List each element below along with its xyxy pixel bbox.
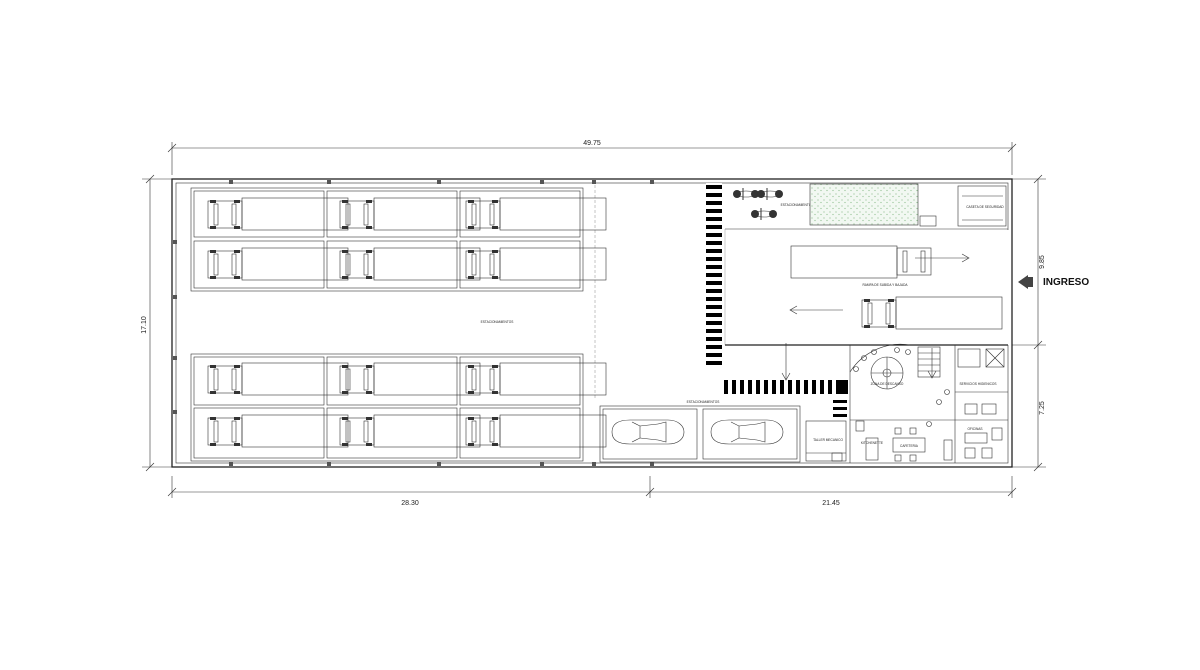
truck-icon	[465, 197, 607, 231]
truck-icon	[465, 247, 607, 281]
motorcycle-icon	[750, 207, 778, 221]
truck-icon	[339, 247, 481, 281]
dimension-bottom: 28.30 21.45	[167, 476, 1017, 507]
arrow-right-icon	[915, 253, 970, 263]
dim-right-top: 9.85	[1039, 255, 1046, 269]
maneuver-label: RAMPA DE SUBIDA Y BAJADA	[863, 283, 909, 287]
security-label: CASETA DE SEGURIDAD	[966, 205, 1004, 209]
entrance-label: INGRESO	[1043, 277, 1089, 288]
dim-total-width: 49.75	[583, 140, 601, 147]
dim-left-width: 28.30	[401, 500, 419, 507]
arrow-left-icon	[789, 305, 843, 315]
security-booth: CASETA DE SEGURIDAD	[957, 185, 1007, 227]
arrow-down-icon	[927, 348, 937, 379]
structural-columns	[173, 180, 654, 466]
truck-icon	[465, 414, 607, 448]
parking-small-label: ESTACIONAMIENTOS	[687, 400, 720, 404]
truck-parking-top	[190, 187, 607, 292]
dim-total-height: 17.10	[141, 316, 148, 334]
moto-parking-label: ESTACIONAMIENTOS	[781, 203, 814, 207]
truck-icon	[465, 362, 607, 396]
truck-icon	[339, 362, 481, 396]
kitchen-label: KITCHENETTE	[861, 441, 883, 445]
stair-block	[919, 215, 937, 227]
car-icon	[710, 419, 784, 445]
truck-icon	[339, 414, 481, 448]
waiting-label: ZONA DE DESCANSO	[871, 382, 904, 386]
dimension-left: 17.10	[141, 174, 172, 472]
car-parking: ESTACIONAMIENTOS	[599, 400, 801, 463]
truck-icon	[790, 245, 932, 279]
entrance-marker: INGRESO	[1018, 275, 1089, 289]
service-building: ZONA DE DESCANSO SERVICIOS HIGIENICOS OF…	[725, 344, 1008, 463]
parking-main-label: ESTACIONAMIENTOS	[481, 320, 514, 324]
dim-right-bottom: 7.25	[1039, 401, 1046, 415]
workshop-label: TALLER MECANICO	[813, 438, 843, 442]
hygiene-label: SERVICIOS HIGIENICOS	[960, 382, 997, 386]
dimension-top: 49.75	[167, 140, 1017, 175]
moto-parking: ESTACIONAMIENTOS	[732, 187, 814, 221]
entrance-arrow-icon	[1018, 275, 1028, 289]
counter-label: CAFETERIA	[900, 444, 919, 448]
truck-icon	[861, 296, 1003, 330]
truck-parking-bottom	[190, 353, 607, 462]
motorcycle-icon	[732, 187, 760, 201]
garden-area	[809, 183, 919, 226]
arrow-down-icon	[781, 343, 791, 381]
offices-label: OFICINAS	[967, 427, 982, 431]
motorcycle-icon	[756, 187, 784, 201]
dim-right-width: 21.45	[822, 500, 840, 507]
truck-icon	[339, 197, 481, 231]
car-icon	[611, 419, 685, 445]
dimension-right: 9.85 7.25	[1012, 174, 1046, 472]
